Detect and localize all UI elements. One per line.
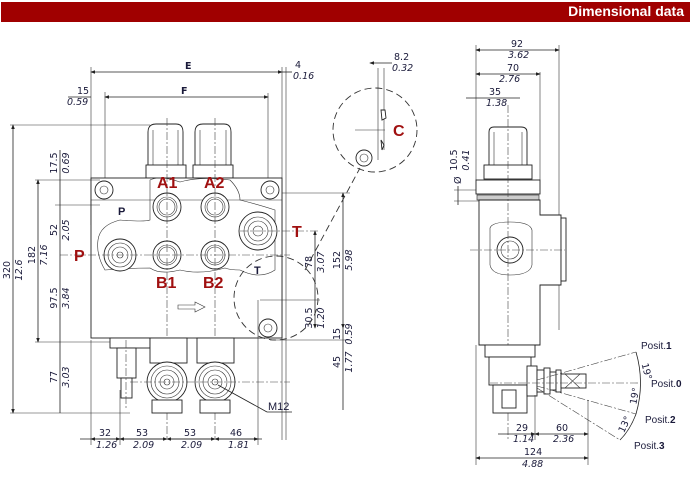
port-marking-t: T: [254, 265, 261, 277]
flow-arrow-icon: [177, 301, 206, 313]
detail-c-label: C: [393, 123, 405, 140]
dim-320-mm: 320: [2, 261, 13, 279]
spool-end-2: [194, 361, 236, 414]
position-0-label: Posit.0: [651, 379, 682, 390]
lever-boot: [526, 365, 587, 397]
dim-bottom-2-mm: 53: [184, 428, 196, 439]
mount-hole-bottom-right: [258, 318, 278, 338]
dim-124-in: 4.88: [522, 459, 543, 470]
side-view: 92 3.62 70 2.76 35 1.38 10.5 0.41 Ø: [449, 39, 682, 470]
dim-17-5-mm: 17.5: [49, 152, 60, 173]
dim-77-mm: 77: [49, 371, 60, 383]
page-title: Dimensional data: [568, 3, 684, 19]
dim-78-mm: 78: [304, 256, 315, 268]
dim-diameter-in: 0.41: [461, 149, 472, 170]
port-label-b2: B2: [203, 275, 224, 292]
dim-bottom-1-mm: 53: [136, 428, 148, 439]
angle-2-label: 19°: [628, 387, 642, 405]
dim-78-in: 3.07: [316, 251, 327, 272]
dim-92-in: 3.62: [508, 50, 529, 61]
dim-bottom-3-in: 1.81: [228, 440, 249, 451]
dim-35-mm: 35: [489, 87, 501, 98]
mount-hole-top-right: [260, 180, 280, 200]
dim-70-in: 2.76: [499, 74, 520, 85]
port-label-a2: A2: [204, 175, 225, 192]
dim-15-in: 0.59: [67, 97, 88, 108]
dim-152-in: 5.98: [344, 249, 355, 270]
dim-bottom-0-mm: 32: [99, 428, 111, 439]
dim-4-mm: 4: [295, 60, 301, 71]
dim-bottom-2-in: 2.09: [181, 440, 202, 451]
dim-8-2-mm: 8.2: [394, 52, 409, 63]
port-label-p: P: [74, 248, 85, 265]
dim-97-5-in: 3.84: [61, 287, 72, 308]
angle-1-label: 19°: [639, 362, 654, 381]
dim-15r-in: 0.59: [344, 323, 355, 344]
dim-320-in: 12.6: [14, 259, 25, 280]
dim-15-mm: 15: [77, 86, 89, 97]
m12-leader: [217, 384, 268, 413]
dim-e-label: E: [185, 61, 192, 72]
port-label-a1: A1: [157, 175, 178, 192]
position-2-label: Posit.2: [645, 415, 676, 426]
spool-end-1: [146, 361, 188, 414]
header-bar: Dimensional data: [1, 2, 690, 22]
port-label-b1: B1: [156, 275, 177, 292]
detail-c: C 8.2 0.32: [233, 52, 418, 341]
dim-35-in: 1.38: [486, 98, 507, 109]
dim-29-mm: 29: [516, 423, 528, 434]
position-1-label: Posit.1: [641, 341, 672, 352]
thread-label: M12: [268, 401, 289, 413]
dim-70-mm: 70: [507, 63, 519, 74]
dim-77-in: 3.03: [61, 366, 72, 387]
port-marking-p: P: [118, 206, 125, 218]
dim-52-in: 2.05: [61, 219, 72, 240]
dim-bottom-3-mm: 46: [230, 428, 242, 439]
dim-15r-mm: 15: [332, 328, 343, 340]
dim-60-mm: 60: [556, 423, 568, 434]
dim-bottom-1-in: 2.09: [133, 440, 154, 451]
port-label-t: T: [292, 224, 302, 241]
dim-30-5-mm: 30.5: [304, 307, 315, 328]
dim-92-mm: 92: [511, 39, 523, 50]
position-3-label: Posit.3: [634, 441, 665, 452]
dim-52-mm: 52: [49, 224, 60, 236]
dim-152-mm: 152: [332, 251, 343, 269]
dim-182-in: 7.16: [39, 244, 50, 265]
angle-3-label: 13°: [617, 415, 634, 435]
dim-45-in: 1.77: [344, 351, 355, 372]
dim-8-2-in: 0.32: [392, 63, 413, 74]
dim-124-mm: 124: [524, 447, 542, 458]
dim-bottom-0-in: 1.26: [96, 440, 117, 451]
mount-hole-top-left: [94, 180, 114, 200]
dim-f-label: F: [181, 86, 188, 97]
spool-cap-a2: [192, 123, 234, 179]
dim-60-in: 2.36: [553, 434, 574, 445]
front-view: E F 15 0.59 4 0.16: [2, 60, 355, 451]
dim-17-5-in: 0.69: [61, 152, 72, 173]
dim-4-in: 0.16: [293, 71, 314, 82]
spool-cap-a1: [145, 123, 187, 179]
diameter-symbol: Ø: [453, 177, 464, 184]
dim-97-5-mm: 97.5: [49, 287, 60, 308]
dim-45-mm: 45: [332, 356, 343, 368]
dim-diameter-mm: 10.5: [449, 149, 460, 170]
dim-182-mm: 182: [27, 246, 38, 264]
dim-30-5-in: 1.20: [316, 307, 327, 328]
dim-29-in: 1.14: [513, 434, 534, 445]
